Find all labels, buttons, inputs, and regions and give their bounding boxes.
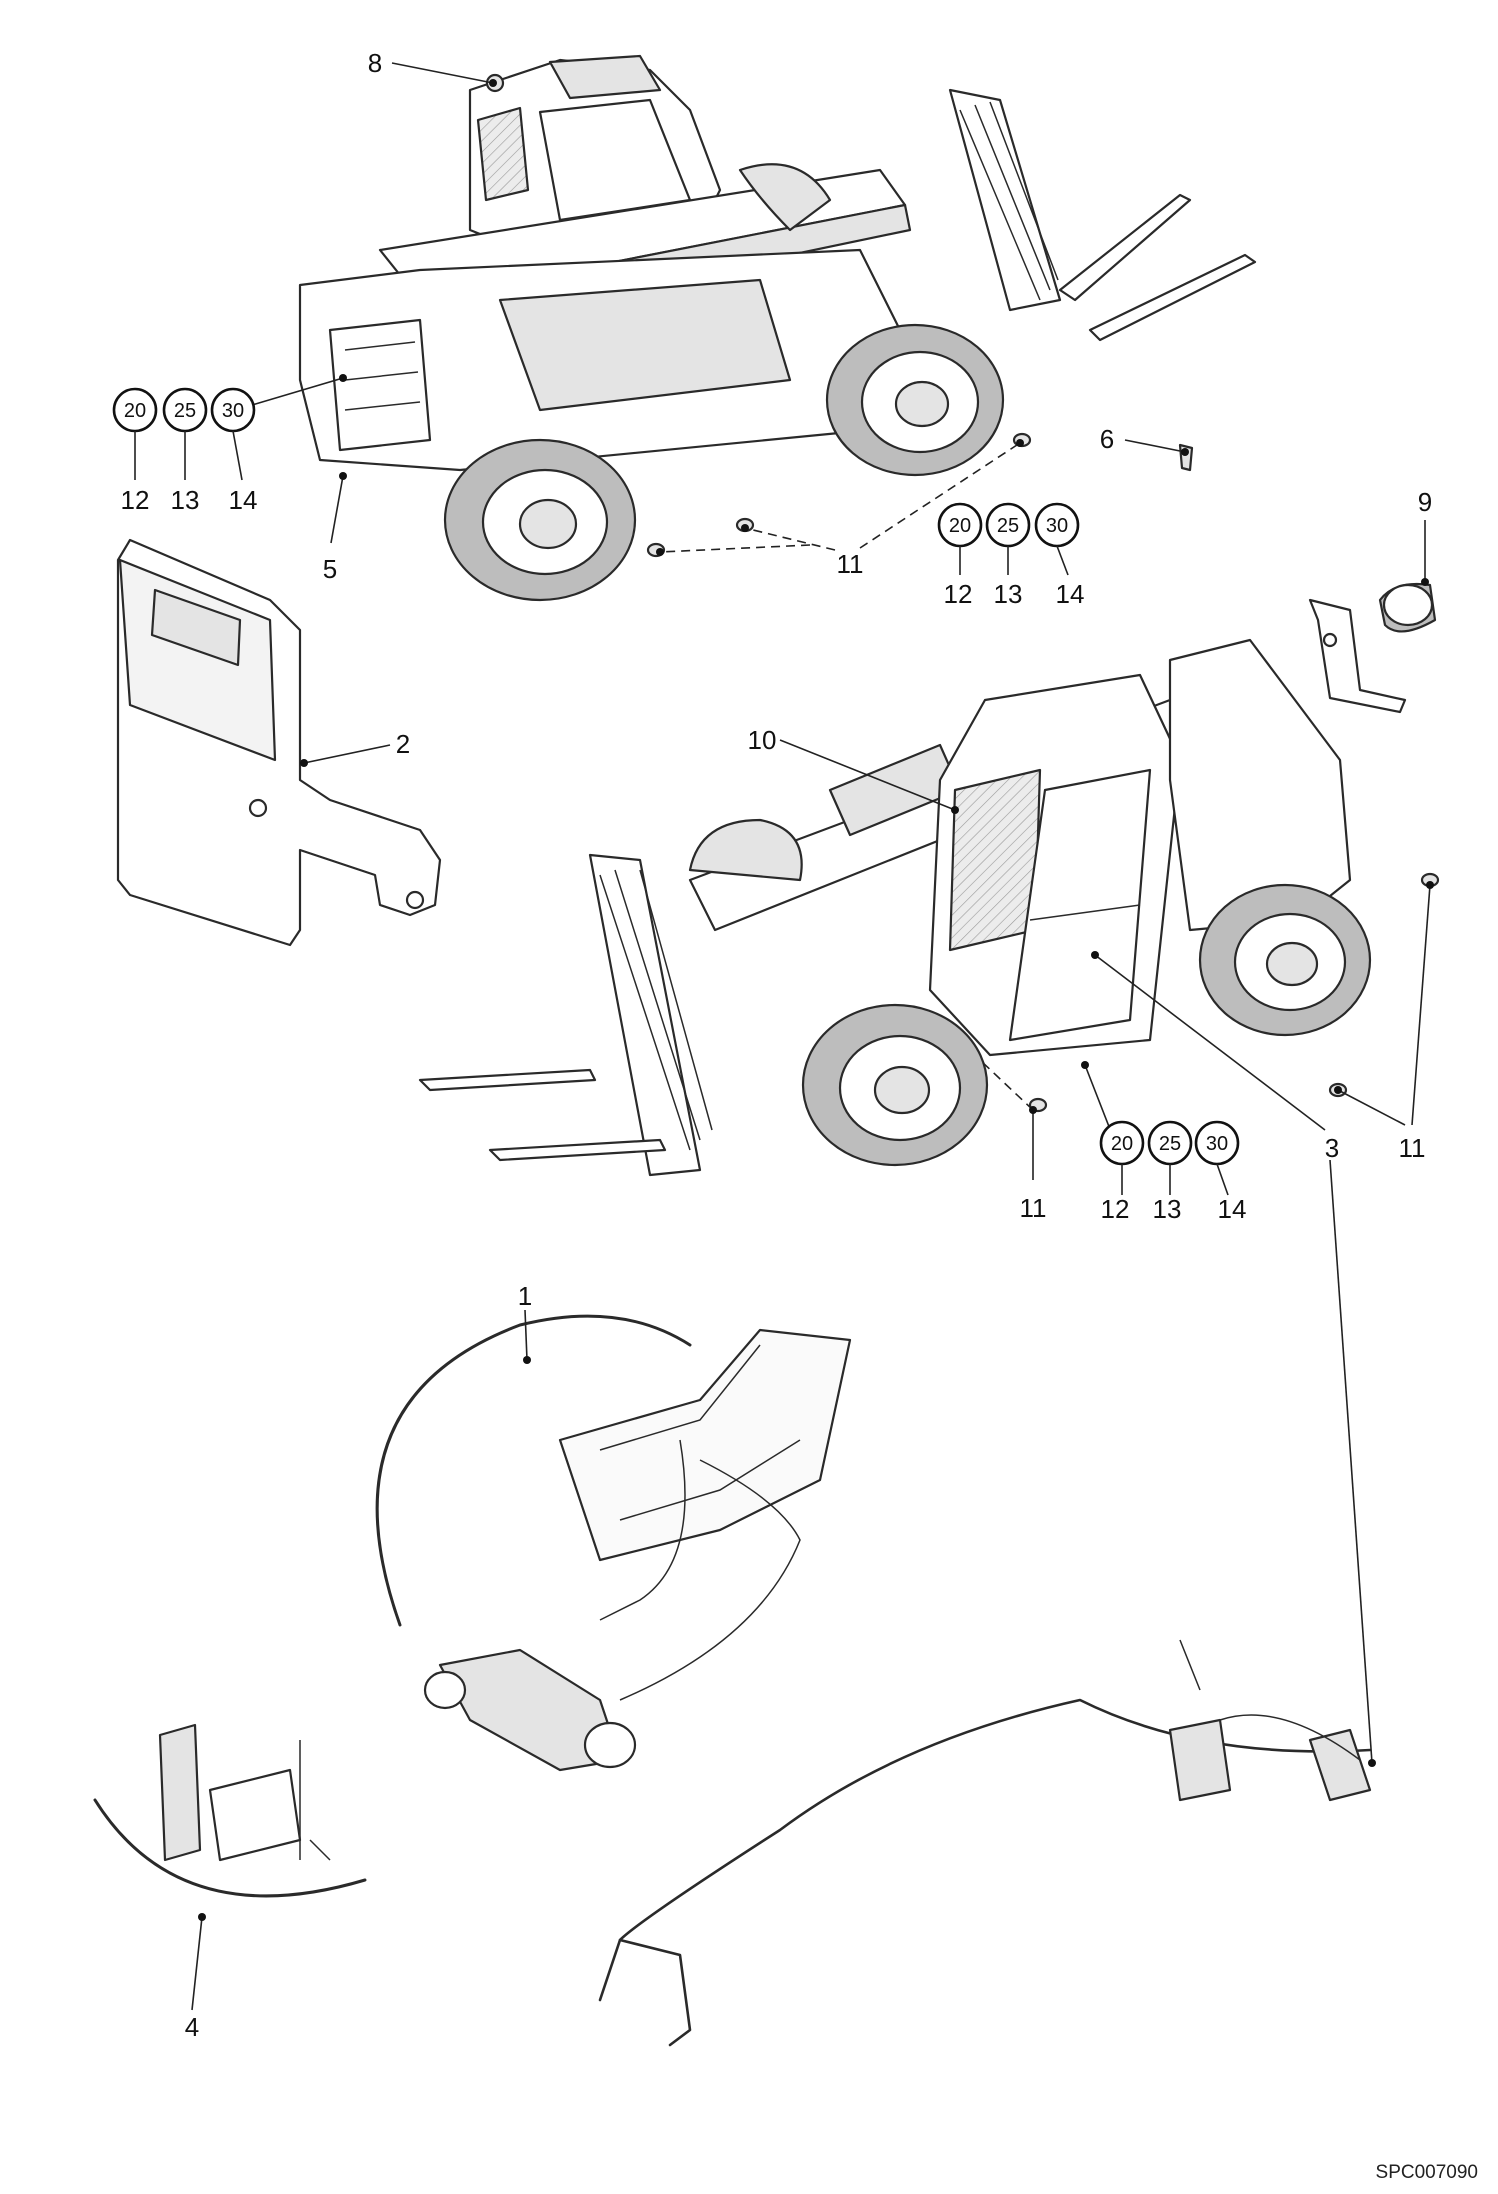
wiring-harness-assembly	[375, 1314, 852, 1772]
callout-labels: 8 12 13 14 5 6 11 12 13 14 9 2 10 3 11 1…	[121, 48, 1433, 2042]
callout-13-b: 13	[994, 579, 1023, 609]
speed-badge-group-c: 20 25 30	[1099, 1120, 1240, 1196]
callout-11-top: 11	[837, 549, 864, 579]
callout-4: 4	[185, 2012, 199, 2042]
badge-a-30: 30	[222, 400, 244, 422]
harness-bracket	[93, 1723, 367, 1898]
callout-12-c: 12	[1101, 1194, 1130, 1224]
callout-5: 5	[323, 554, 337, 584]
leader-lines	[191, 62, 1434, 2011]
callout-8: 8	[368, 48, 382, 78]
callout-12-a: 12	[121, 485, 150, 515]
badge-a-25: 25	[174, 400, 196, 422]
badge-c-20: 20	[1111, 1133, 1133, 1155]
badge-b-30: 30	[1046, 515, 1068, 537]
badge-c-30: 30	[1206, 1133, 1228, 1155]
callout-11-mid: 11	[1020, 1193, 1047, 1223]
badge-b-25: 25	[997, 515, 1019, 537]
callout-12-b: 12	[944, 579, 973, 609]
callout-13-c: 13	[1153, 1194, 1182, 1224]
telehandler-front-view	[418, 638, 1440, 1177]
callout-14-b: 14	[1056, 579, 1085, 609]
document-id: SPC007090	[1376, 2162, 1478, 2183]
telehandler-rear-view	[298, 54, 1257, 602]
callout-10: 10	[748, 725, 777, 755]
cab-wiring-harness	[598, 1639, 1372, 2047]
callout-6: 6	[1100, 424, 1114, 454]
badge-b-20: 20	[949, 515, 971, 537]
callout-14-a: 14	[229, 485, 258, 515]
beacon-bracket	[1308, 582, 1437, 714]
badge-a-20: 20	[124, 400, 146, 422]
callout-3: 3	[1325, 1133, 1339, 1163]
panel-bracket	[116, 538, 442, 947]
speed-badge-group-a: 20 25 30	[112, 387, 256, 481]
callout-9: 9	[1418, 487, 1432, 517]
callout-1: 1	[518, 1281, 532, 1311]
callout-14-c: 14	[1218, 1194, 1247, 1224]
callout-2: 2	[396, 729, 410, 759]
speed-badge-group-b: 20 25 30	[937, 502, 1080, 576]
callout-11-right: 11	[1399, 1133, 1426, 1163]
badge-c-25: 25	[1159, 1133, 1181, 1155]
callout-13-a: 13	[171, 485, 200, 515]
